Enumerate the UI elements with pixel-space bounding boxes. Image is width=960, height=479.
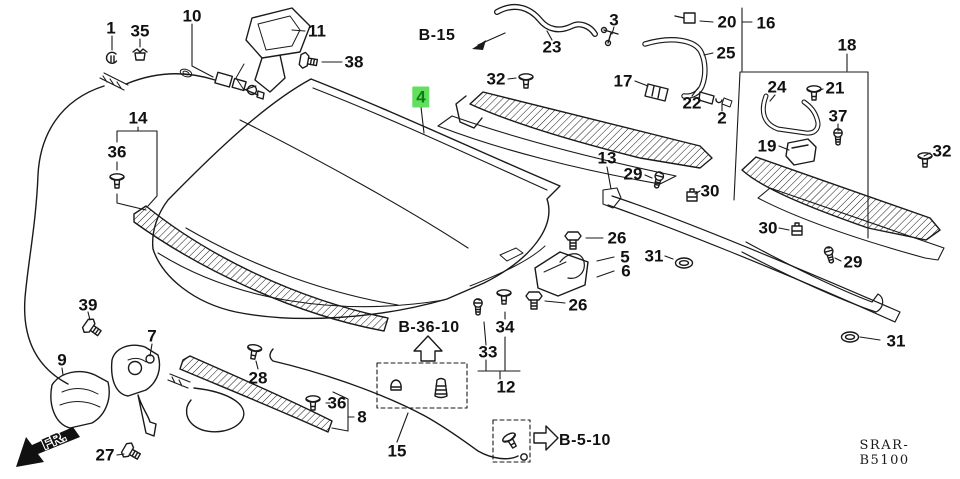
hood-opener-cable [23, 67, 265, 433]
latch-bolt-icon [80, 316, 105, 341]
molding-clip-icon [791, 222, 803, 236]
part-callout-13[interactable]: 13 [597, 148, 617, 168]
hood-clip-icon [496, 289, 512, 305]
part-callout-12[interactable]: 12 [496, 377, 516, 397]
leader-lines [61, 7, 931, 456]
cable-grommet-icon [178, 67, 194, 79]
striker-bolt-icon [564, 231, 582, 250]
ref-b-15[interactable]: B-15 [418, 27, 456, 44]
hinge-bolt-icon [298, 51, 319, 72]
b5-10-right-arrow-icon [533, 425, 559, 451]
molding-grommet-icon [840, 331, 860, 343]
part-callout-38[interactable]: 38 [344, 52, 364, 72]
part-callout-23[interactable]: 23 [542, 37, 562, 57]
part-callout-21[interactable]: 21 [825, 78, 845, 98]
b15-arrow-icon [472, 32, 506, 50]
tube-joint-icon [698, 91, 723, 105]
molding-clip-icon [305, 395, 321, 411]
part-callout-19[interactable]: 19 [757, 136, 777, 156]
part-callout-5[interactable]: 5 [620, 247, 630, 267]
part-callout-17[interactable]: 17 [613, 71, 633, 91]
part-callout-35[interactable]: 35 [130, 21, 150, 41]
part-callout-24[interactable]: 24 [767, 77, 787, 97]
part-callout-31[interactable]: 31 [886, 331, 906, 351]
ribbed-grommet-icon [434, 377, 448, 399]
front-bulkhead-strip [133, 205, 389, 332]
ref-b-36-10[interactable]: B-36-10 [398, 319, 460, 336]
molding-screw-icon [822, 245, 837, 265]
part-callout-26[interactable]: 26 [607, 228, 627, 248]
part-callout-4[interactable]: 4 [412, 86, 430, 108]
part-callout-30[interactable]: 30 [700, 181, 720, 201]
part-callout-2[interactable]: 2 [717, 108, 727, 128]
cowl-side-assembly [741, 93, 945, 313]
grommet-detail-box [376, 362, 468, 409]
part-callout-22[interactable]: 22 [682, 93, 702, 113]
part-callout-9[interactable]: 9 [57, 350, 67, 370]
cowl-clip-icon [518, 73, 534, 89]
part-callout-33[interactable]: 33 [478, 342, 498, 362]
butterfly-clip-icon [132, 48, 148, 61]
part-callout-3[interactable]: 3 [609, 10, 619, 30]
cowl-clip-icon [806, 85, 822, 101]
part-callout-15[interactable]: 15 [387, 441, 407, 461]
molding-clip-icon [245, 342, 263, 361]
part-callout-28[interactable]: 28 [248, 368, 268, 388]
striker-bolt-icon [525, 291, 543, 310]
part-callout-34[interactable]: 34 [495, 317, 515, 337]
b36-10-up-arrow-icon [413, 335, 443, 362]
part-callout-36[interactable]: 36 [327, 393, 347, 413]
hood-latch-assembly [50, 344, 161, 437]
cowl-top-assembly [437, 3, 733, 185]
molding-grommet-icon [674, 257, 694, 269]
part-callout-31[interactable]: 31 [644, 246, 664, 266]
hood-grommet-icon [473, 298, 483, 316]
part-callout-6[interactable]: 6 [621, 261, 631, 281]
front-molding-strip [179, 355, 333, 433]
rubber-grommet-icon [390, 379, 402, 391]
part-callout-30[interactable]: 30 [758, 218, 778, 238]
boxed-clip-icon [500, 430, 522, 452]
part-callout-39[interactable]: 39 [78, 295, 98, 315]
washer-nozzle-icon [683, 12, 696, 24]
part-callout-16[interactable]: 16 [756, 13, 776, 33]
part-callout-18[interactable]: 18 [837, 35, 857, 55]
part-callout-7[interactable]: 7 [147, 326, 157, 346]
part-callout-36[interactable]: 36 [107, 142, 127, 162]
part-callout-25[interactable]: 25 [716, 43, 736, 63]
hood-striker [534, 251, 589, 297]
cowl-grille-icon [644, 83, 669, 102]
ref-b-5-10[interactable]: B-5-10 [559, 432, 611, 449]
part-callout-32[interactable]: 32 [486, 69, 506, 89]
fr-arrow-icon [16, 427, 80, 467]
part-callout-37[interactable]: 37 [828, 106, 848, 126]
part-callout-8[interactable]: 8 [357, 407, 367, 427]
part-callout-1[interactable]: 1 [106, 18, 116, 38]
cable-clip-icon [105, 51, 118, 65]
part-callout-11[interactable]: 11 [308, 21, 326, 41]
cowl-bracket-icon [785, 138, 817, 166]
strip-clip-icon [109, 173, 125, 189]
part-callout-14[interactable]: 14 [128, 108, 148, 128]
molding-screw-icon [651, 170, 666, 190]
part-callout-27[interactable]: 27 [95, 445, 115, 465]
hood-hinge [235, 7, 311, 96]
latch-bolt-icon [119, 440, 144, 465]
clip-detail-box [492, 419, 531, 463]
molding-clip-icon [686, 188, 698, 202]
part-callout-20[interactable]: 20 [717, 12, 737, 32]
part-callout-29[interactable]: 29 [623, 164, 643, 184]
part-callout-32[interactable]: 32 [932, 141, 952, 161]
part-code: SRAR-B5100 [859, 438, 910, 468]
part-callout-26[interactable]: 26 [568, 295, 588, 315]
hood-rear-molding [602, 187, 901, 323]
part-callout-10[interactable]: 10 [182, 6, 202, 26]
part-callout-29[interactable]: 29 [843, 252, 863, 272]
